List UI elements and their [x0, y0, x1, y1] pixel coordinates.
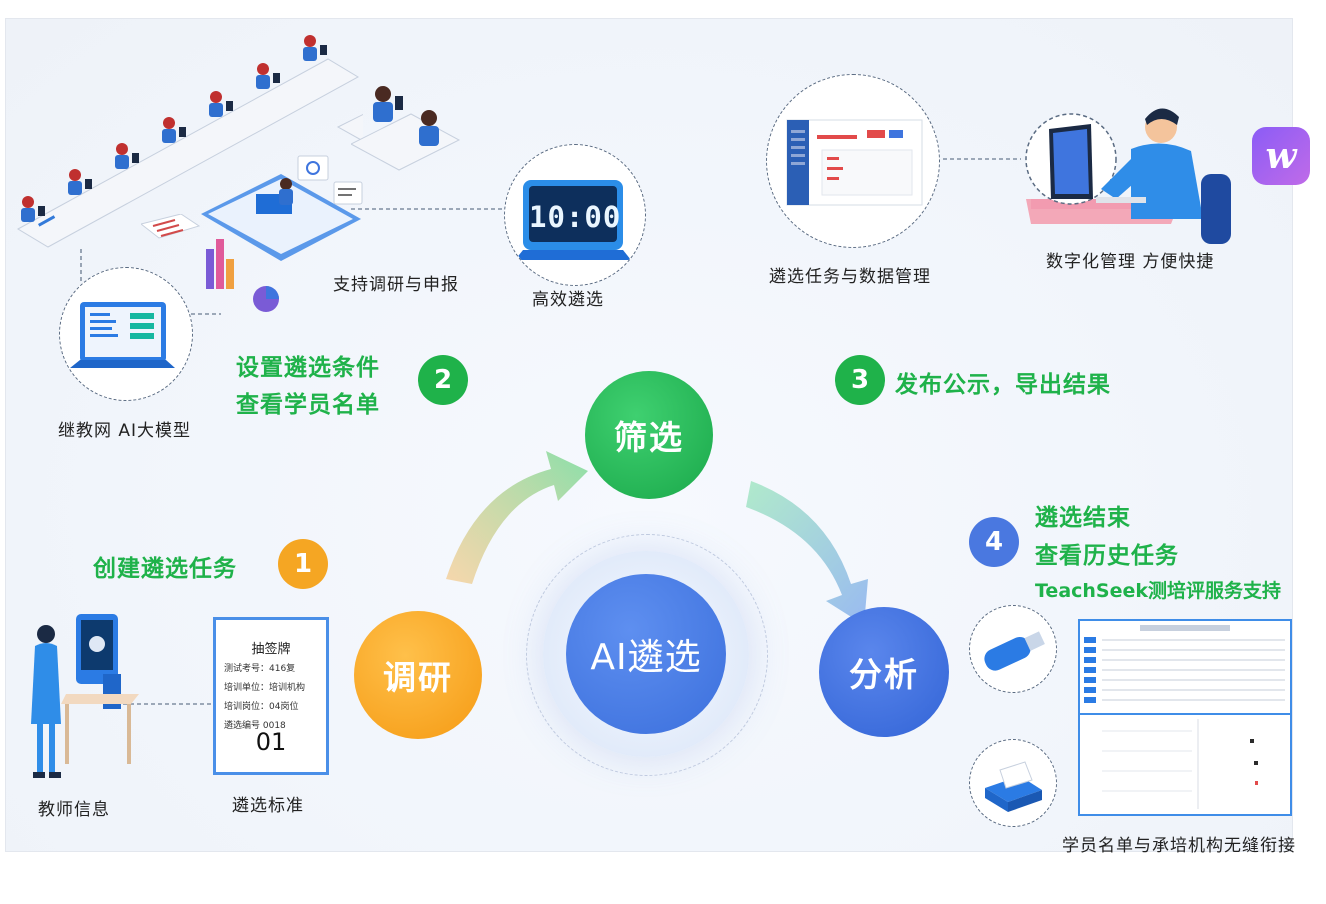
caption-digital: 数字化管理 方便快捷	[1046, 252, 1215, 272]
sign-card-number: 01	[255, 728, 287, 756]
step3-line1: 发布公示，导出结果	[895, 372, 1111, 398]
center-ring-outer	[526, 534, 768, 776]
teacher-kiosk-illustration	[31, 614, 139, 778]
sign-card-row: 培训岗位：04岗位	[224, 702, 299, 712]
step4-line2: 查看历史任务	[1035, 543, 1179, 569]
office-illustration	[16, 35, 363, 248]
step3-badge: 3	[835, 355, 885, 405]
sign-card-title: 抽签牌	[251, 642, 291, 657]
step2-line2: 查看学员名单	[236, 392, 380, 418]
caption-research-report: 支持调研与申报	[333, 275, 459, 295]
center-ai-node[interactable]: AI遴选	[566, 574, 726, 734]
flow-arrows	[446, 451, 868, 625]
desk-workers	[351, 86, 461, 171]
clock-display: 10:00	[529, 200, 622, 234]
clock-circle: 10:00	[504, 144, 646, 286]
step2-line1: 设置遴选条件	[236, 355, 380, 381]
arrow-screen-to-analyze	[746, 481, 868, 625]
connector-lines	[80, 158, 1021, 705]
sign-card-row: 遴选编号 0018	[224, 721, 286, 731]
sign-card-row: 培训单位：培训机构	[224, 683, 306, 693]
caption-teacher-info: 教师信息	[38, 800, 110, 820]
screen-node[interactable]: 筛选	[585, 371, 713, 499]
step4-line1: 遴选结束	[1035, 505, 1131, 531]
sign-card-row: 测试考号：416复	[224, 664, 296, 674]
report-sheet	[1078, 619, 1292, 816]
step2-badge: 2	[418, 355, 468, 405]
step1-line1: 创建遴选任务	[93, 556, 237, 582]
sign-card: 抽签牌 测试考号：416复 培训单位：培训机构 培训岗位：04岗位 遴选编号 0…	[213, 617, 329, 775]
ai-model-circle	[59, 267, 193, 401]
arrow-research-to-screen	[446, 451, 588, 584]
caption-connect: 学员名单与承培机构无缝衔接	[1062, 836, 1296, 856]
caption-criteria: 遴选标准	[232, 796, 304, 816]
caption-task-data: 遴选任务与数据管理	[769, 267, 931, 287]
printer-circle	[969, 739, 1057, 827]
step4-line3: TeachSeek测培评服务支持	[1035, 580, 1282, 602]
list-panel-icon	[141, 214, 201, 239]
doc-panel-icon	[297, 155, 363, 205]
step4-badge: 4	[969, 517, 1019, 567]
caption-efficient: 高效遴选	[532, 290, 604, 310]
sign-card-rows: 测试考号：416复 培训单位：培训机构 培训岗位：04岗位 遴选编号 0018	[224, 660, 305, 736]
tablet-report-illustration	[201, 174, 361, 312]
analyze-node[interactable]: 分析	[819, 607, 949, 737]
usb-drive-circle	[969, 605, 1057, 693]
diagram-canvas: 10:00 w 支持调研与申报 高效遴选 遴选任务与数据管理 数字化管理	[5, 18, 1310, 856]
research-node[interactable]: 调研	[354, 611, 482, 739]
digital-management-illustration	[1025, 108, 1231, 244]
task-data-circle	[766, 74, 940, 248]
caption-ai-model: 继教网 AI大模型	[58, 421, 192, 441]
step1-badge: 1	[278, 539, 328, 589]
w-logo-icon[interactable]: w	[1252, 127, 1310, 185]
